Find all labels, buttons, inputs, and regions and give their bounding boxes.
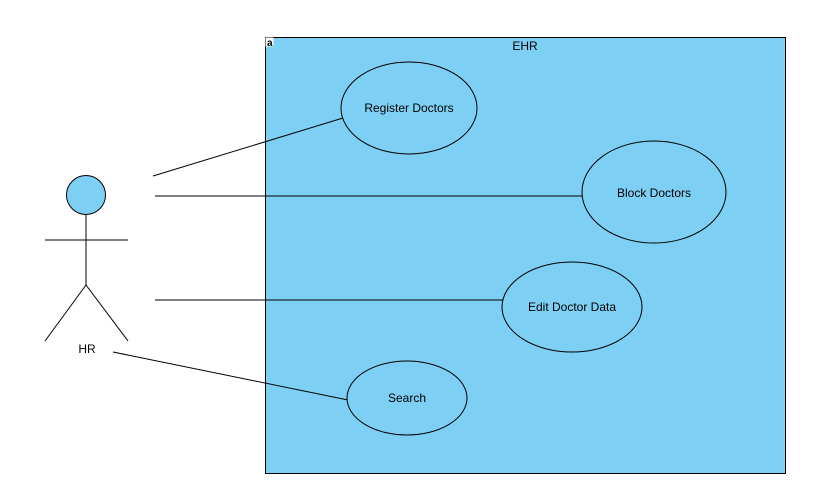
actor-right-leg [85,284,129,342]
actor-left-leg [44,284,87,342]
system-corner-mark: a [267,38,273,49]
use-case-search[interactable]: Search [346,360,468,436]
use-case-label: Block Doctors [617,186,691,200]
use-case-ellipse [340,61,478,155]
actor-name: HR [78,342,96,356]
associations [112,117,583,401]
association-search[interactable] [112,351,349,401]
corner-mark-box [265,37,274,47]
use-case-register-doctors[interactable]: Register Doctors [340,61,478,155]
use-case-ellipse [501,261,643,353]
actor-head [66,175,106,215]
use-case-label: Search [388,391,426,405]
association-register-doctors[interactable] [152,117,344,177]
use-case-block-doctors[interactable]: Block Doctors [581,140,727,244]
actor-hr[interactable] [44,175,129,342]
use-case-label: Register Doctors [364,101,453,115]
use-case-ellipse [581,140,727,244]
system-title: EHR [512,39,538,53]
use-case-label: Edit Doctor Data [528,300,616,314]
use-case-edit-doctor-data[interactable]: Edit Doctor Data [501,261,643,353]
use-case-ellipse [346,360,468,436]
